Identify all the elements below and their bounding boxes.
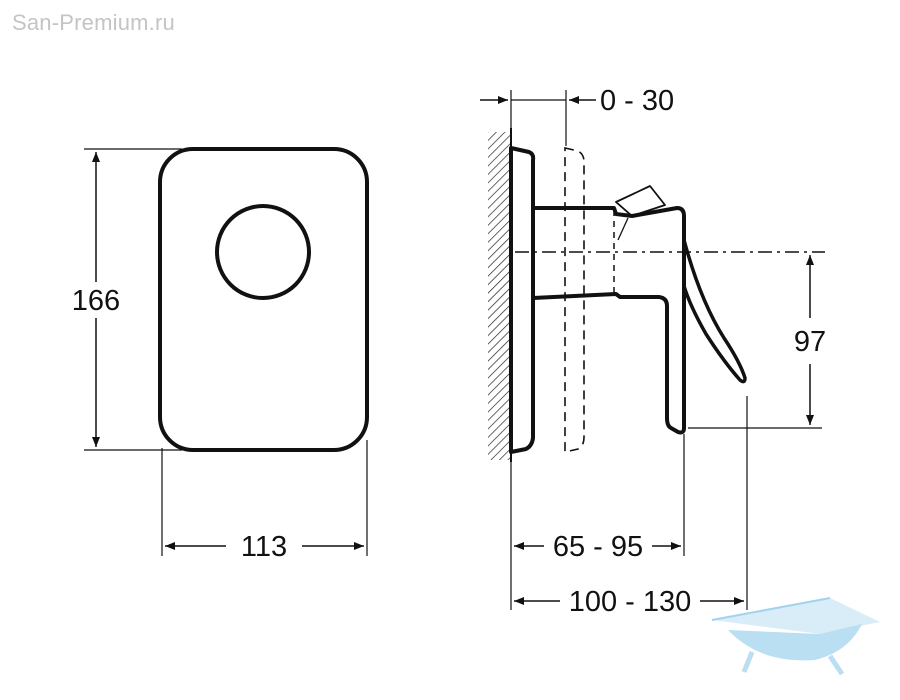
width-dimension: 113 xyxy=(161,440,368,563)
height-dimension: 166 xyxy=(72,148,182,451)
site-watermark: San-Premium.ru xyxy=(12,10,175,35)
body-depth-dimension: 65 - 95 xyxy=(510,434,685,610)
handle-drop-dimension: 97 xyxy=(688,255,826,429)
adjust-offset-label: 0 - 30 xyxy=(600,85,674,117)
front-view: 166 113 xyxy=(72,147,369,563)
control-knob-circle xyxy=(215,204,311,300)
adjust-offset-dimension: 0 - 30 xyxy=(480,85,674,146)
width-dimension-label: 113 xyxy=(241,531,287,563)
bathtub-logo-icon xyxy=(711,597,880,676)
side-view: 0 - 30 97 65 - 95 10 xyxy=(480,85,826,618)
handle-drop-label: 97 xyxy=(794,326,826,358)
total-depth-dimension: 100 - 130 xyxy=(514,396,748,618)
body-depth-label: 65 - 95 xyxy=(553,531,643,563)
height-dimension-label: 166 xyxy=(72,285,120,317)
cover-plate-outline xyxy=(158,147,369,452)
lever-handle xyxy=(682,239,747,384)
mixer-body-outline xyxy=(532,206,686,435)
total-depth-label: 100 - 130 xyxy=(569,586,692,618)
cover-plate-section xyxy=(509,146,536,454)
extended-plate-dashed xyxy=(564,146,585,454)
wall-hatch xyxy=(488,132,510,460)
